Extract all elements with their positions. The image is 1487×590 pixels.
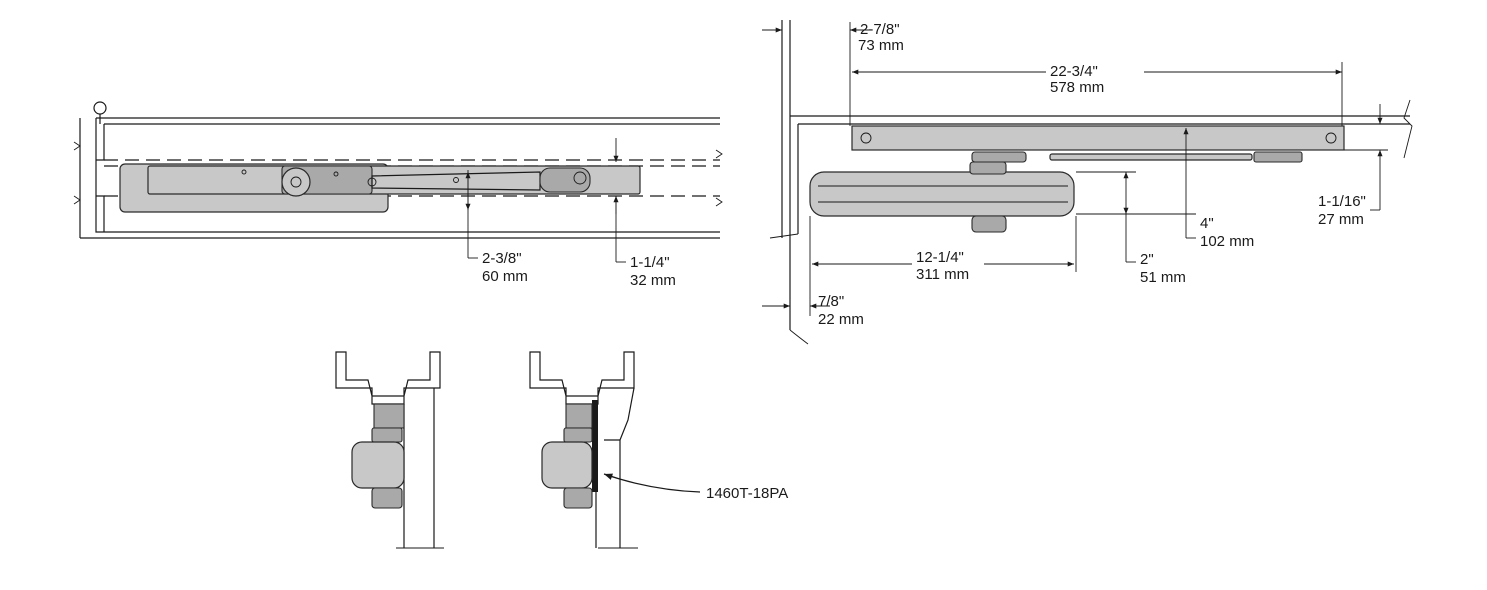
mounting-bracket: [373, 403, 405, 429]
arm-length-imperial: 22-3/4": [1050, 63, 1098, 80]
drop-plate: [592, 400, 598, 492]
door-frame-outline: [79, 117, 720, 239]
arm-offset-imperial: 2-3/8": [482, 250, 522, 267]
closer-body-plan: [809, 171, 1075, 217]
body-depth-imperial: 2": [1140, 251, 1154, 268]
body-depth-metric: 51 mm: [1140, 269, 1186, 286]
arm-offset-metric: 60 mm: [482, 268, 528, 285]
body-length-imperial: 12-1/4": [916, 249, 964, 266]
closer-section-body: [351, 441, 405, 489]
plan-view: 2-7/8" 73 mm 22-3/4" 578 mm 1-1/16" 27 m…: [762, 20, 1413, 345]
closer-arm: [851, 125, 1345, 151]
arm-length-metric: 578 mm: [1050, 79, 1104, 96]
frame-outline: [781, 20, 1410, 330]
frame-to-arm-metric: 73 mm: [858, 37, 904, 54]
frame-to-arm-imperial: 2-7/8": [860, 21, 900, 38]
hinge-knob: [93, 101, 107, 115]
section-view-with-plate: 1460T-18PA: [529, 351, 788, 549]
side-elevation-view: 2-3/8" 60 mm 1-1/4" 32 mm: [73, 101, 723, 289]
door-to-body-imperial: 7/8": [818, 293, 844, 310]
body-length-metric: 311 mm: [916, 266, 969, 283]
closer-projection-metric: 102 mm: [1200, 233, 1254, 250]
shoe-offset-metric: 32 mm: [630, 272, 676, 289]
arm-projection-metric: 27 mm: [1318, 211, 1364, 228]
door-to-body-metric: 22 mm: [818, 311, 864, 328]
plate-part-number-label: 1460T-18PA: [706, 485, 788, 502]
arm-projection-imperial: 1-1/16": [1318, 193, 1366, 210]
closer-projection-imperial: 4": [1200, 215, 1214, 232]
shoe-offset-imperial: 1-1/4": [630, 254, 670, 271]
section-view-standard: [335, 351, 444, 549]
